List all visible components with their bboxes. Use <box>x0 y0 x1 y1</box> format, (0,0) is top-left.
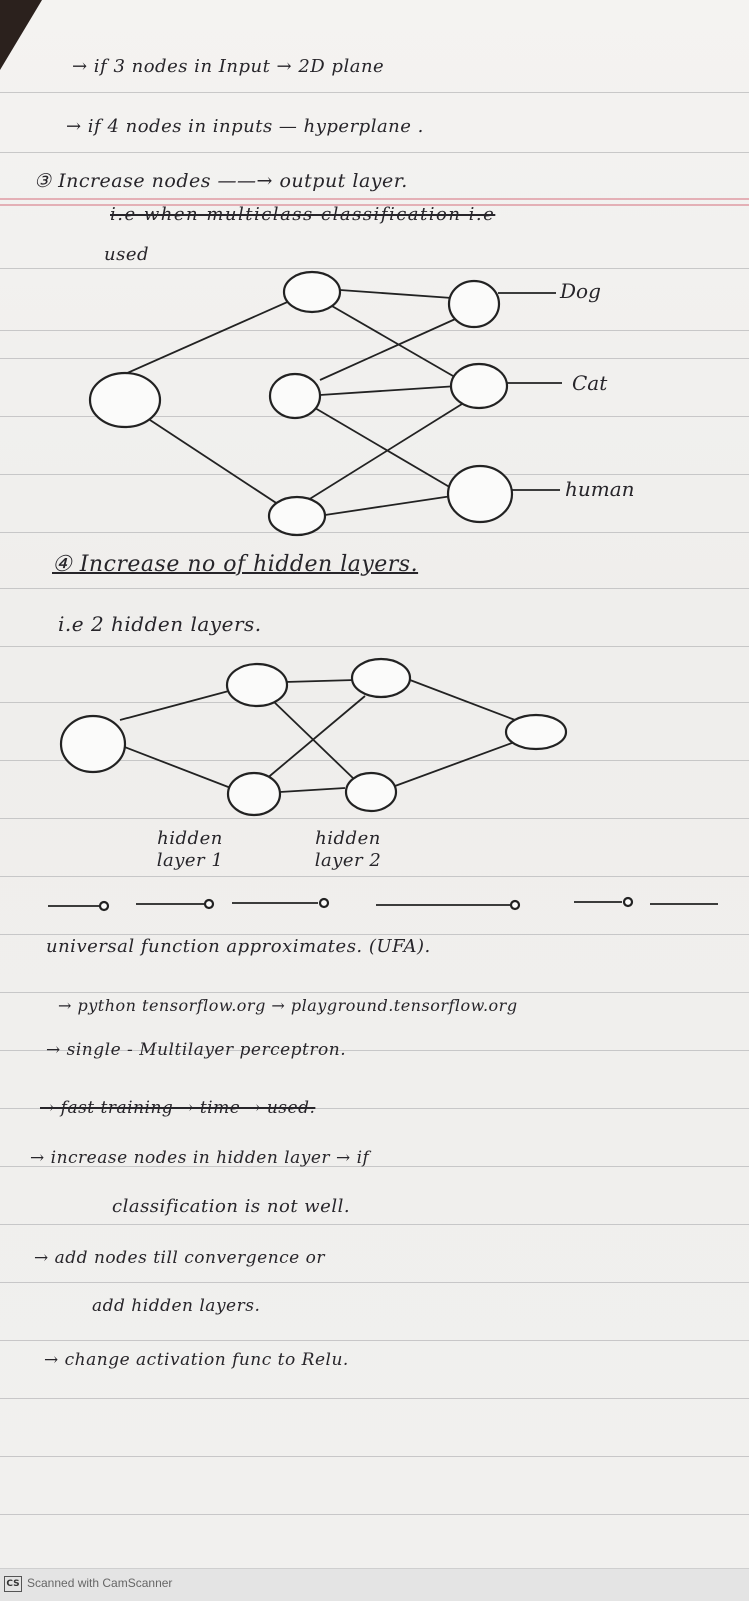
ruled-line <box>0 416 749 417</box>
ruled-line <box>0 92 749 93</box>
note-python-tensorflow: → python tensorflow.org → playground.ten… <box>58 996 518 1015</box>
note-line-hyperplane: → if 4 nodes in inputs — hyperplane . <box>66 116 424 137</box>
note-classification: classification is not well. <box>112 1196 351 1217</box>
edge <box>319 385 459 396</box>
camscanner-text: Scanned with CamScanner <box>27 1576 173 1590</box>
edge <box>149 419 297 517</box>
two-hidden-layer-network-diagram <box>59 657 568 817</box>
scanner-footer: CS Scanned with CamScanner <box>0 1568 749 1601</box>
ruled-line <box>0 646 749 647</box>
ruled-line <box>0 268 749 269</box>
section4-heading: ④ Increase no of hidden layers. <box>52 552 419 577</box>
multiclass-network-diagram: Dog Cat human <box>88 270 635 537</box>
input-node <box>88 371 162 429</box>
edge <box>284 679 356 683</box>
edge <box>299 403 463 506</box>
output-label-cat: Cat <box>572 371 608 395</box>
ruled-line <box>0 1340 749 1341</box>
hidden-node <box>267 495 327 537</box>
ruled-line <box>0 1282 749 1283</box>
edge <box>339 289 453 299</box>
edge <box>319 315 463 381</box>
ruled-line <box>0 702 749 703</box>
edge <box>124 291 311 375</box>
edge <box>394 739 521 787</box>
hidden-layer1-node <box>226 771 282 817</box>
ruled-line <box>0 992 749 993</box>
ruled-line <box>0 532 749 533</box>
edge <box>324 495 453 516</box>
note-increase-nodes: → increase nodes in hidden layer → if <box>30 1148 370 1168</box>
note-line-increase-nodes: ③ Increase nodes ——→ output layer. <box>34 170 408 192</box>
ruled-line <box>0 474 749 475</box>
hidden-layer2-node <box>350 657 412 699</box>
hidden-node <box>268 372 322 420</box>
ruled-line <box>0 818 749 819</box>
section4-subheading: i.e 2 hidden layers. <box>58 612 262 636</box>
note-relu: → change activation func to Relu. <box>44 1350 349 1370</box>
note-line-multiclass: i.e when multiclass classification i.e <box>110 204 496 225</box>
note-ufa: universal function approximates. (UFA). <box>46 936 431 957</box>
ruled-line <box>0 1514 749 1515</box>
edge <box>119 687 241 721</box>
edge <box>409 679 516 721</box>
hidden-layer1-node <box>225 662 289 708</box>
output-label-dog: Dog <box>559 279 601 303</box>
edge <box>314 407 459 493</box>
output-node <box>504 713 568 751</box>
edge <box>324 301 461 381</box>
ruled-line <box>0 588 749 589</box>
hidden-layer-1-label: hidden layer 1 <box>156 828 224 871</box>
camscanner-logo: CS <box>4 1576 22 1592</box>
note-mlp: → single - Multilayer perceptron. <box>46 1040 347 1060</box>
hidden-node <box>282 270 342 314</box>
note-add-layers: add hidden layers. <box>92 1296 261 1316</box>
edge <box>264 695 366 781</box>
ruled-line <box>0 760 749 761</box>
note-line-2d-plane: → if 3 nodes in Input → 2D plane <box>72 56 385 77</box>
ruled-line <box>0 1108 749 1109</box>
ruled-line <box>0 1166 749 1167</box>
ruled-line <box>0 1050 749 1051</box>
hidden-layer-2-label: hidden layer 2 <box>314 828 382 871</box>
note-line-used: used <box>104 244 150 265</box>
ruled-line <box>0 1456 749 1457</box>
edge <box>279 787 346 793</box>
notebook-page: → if 3 nodes in Input → 2D plane → if 4 … <box>0 0 749 1568</box>
ruled-line <box>0 358 749 359</box>
ruled-line <box>0 1398 749 1399</box>
output-node-dog <box>447 279 501 329</box>
ruled-line <box>0 934 749 935</box>
edge <box>121 745 237 791</box>
red-margin-line <box>0 198 749 200</box>
ruled-line <box>0 1224 749 1225</box>
ruled-line <box>0 152 749 153</box>
red-margin-line <box>0 204 749 206</box>
ruled-line <box>0 876 749 877</box>
section-separator <box>48 896 718 912</box>
output-node-cat <box>449 362 509 410</box>
output-node-human <box>446 464 514 524</box>
output-label-human: human <box>565 477 635 501</box>
hidden-layer2-node <box>344 771 398 813</box>
note-add-nodes: → add nodes till convergence or <box>34 1248 325 1268</box>
input-node <box>59 714 127 774</box>
note-fast-training: → fast training → time → used. <box>40 1098 316 1118</box>
